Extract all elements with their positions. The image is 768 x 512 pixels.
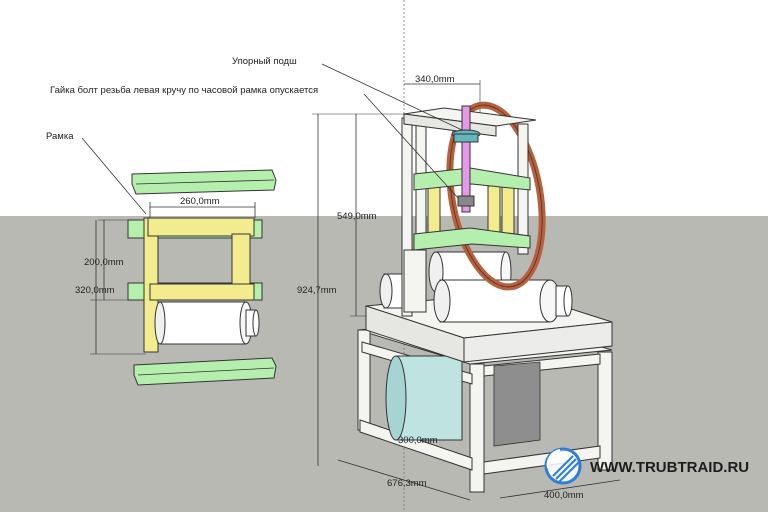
yellow-frame-top-beam <box>147 217 255 237</box>
leader-nut-bolt <box>363 93 459 199</box>
label-nut-bolt: Гайка болт резьба левая кручу по часовой… <box>50 85 318 96</box>
leader-frame <box>81 137 147 215</box>
screw-nut <box>457 195 475 207</box>
base-frame-back-right-leg <box>597 351 613 471</box>
dimension-320: 320,0mm <box>75 285 115 296</box>
main-machine <box>312 80 621 501</box>
sky-background <box>0 0 768 216</box>
base-frame-bottom-rail <box>359 419 473 471</box>
motor-body <box>395 355 463 441</box>
dimension-300: 300,0mm <box>398 435 438 446</box>
frame-roller <box>159 301 247 345</box>
label-frame: Рамка <box>46 131 74 142</box>
dimension-549: 549,0mm <box>337 211 377 222</box>
dimension-200: 200,0mm <box>84 257 124 268</box>
watermark-text: WWW.TRUBTRAID.RU <box>590 459 749 476</box>
exploded-frame-assembly <box>90 169 277 386</box>
label-thrust-bearing: Упорный подш <box>232 56 297 67</box>
dimension-340: 340,0mm <box>415 74 455 85</box>
dimension-924: 924,7mm <box>297 285 337 296</box>
dimension-400: 400,0mm <box>544 490 584 501</box>
motor-shadow <box>493 361 541 447</box>
dimension-676: 676,3mm <box>387 478 427 489</box>
slider-right-post <box>501 185 515 241</box>
base-frame-front-right-leg <box>469 363 485 493</box>
pink-screw <box>461 105 471 213</box>
watermark-logo <box>544 447 582 485</box>
dimension-260: 260,0mm <box>180 196 220 207</box>
yellow-frame-mid-beam <box>149 283 255 301</box>
top-platform-side <box>463 321 613 363</box>
ground-plane <box>0 216 768 512</box>
leader-thrust-bearing <box>321 63 463 131</box>
